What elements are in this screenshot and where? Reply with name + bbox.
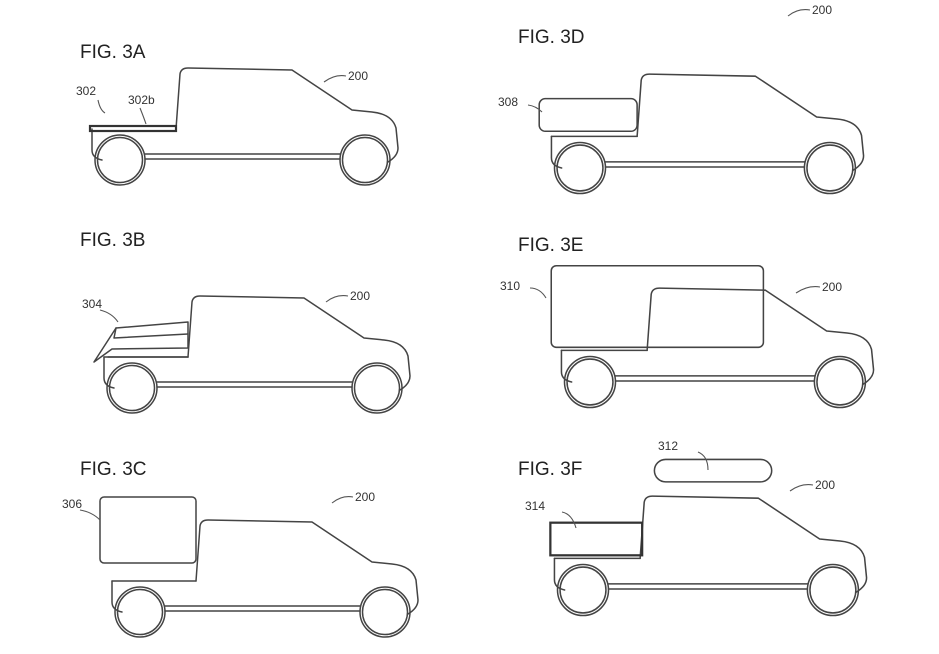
reference-numeral-200: 200 [350,289,370,303]
figure-title: FIG. 3D [518,27,585,48]
figure-title: FIG. 3E [518,235,583,256]
rear-wheel [114,586,166,638]
rear-wheel [556,563,610,617]
leader-line-200 [789,484,814,492]
figure-3c: FIG. 3C 306 200 [62,459,419,638]
leader-line-200 [795,286,821,294]
front-wheel-inner [361,588,409,636]
figure-title: FIG. 3F [518,459,582,480]
rear-wheel-inner [108,364,156,412]
figure-title: FIG. 3A [80,42,146,63]
front-wheel [806,563,860,617]
rear-wheel-inner [96,136,144,184]
rear-wheel-inner [116,588,164,636]
cab-outline [636,73,865,171]
rear-wheel [553,141,607,195]
rear-body-outline [111,580,123,613]
frame-rail [614,375,816,382]
rear-wheel [94,134,146,186]
front-wheel [813,355,867,409]
cab-outline [195,519,419,615]
vehicle-200 [99,496,419,638]
front-wheel [351,362,403,414]
camper-310 [550,264,765,349]
frame-rail [156,381,353,388]
leader-line-200 [323,75,347,83]
front-wheel-inner [341,136,389,184]
box-306 [99,496,197,564]
rear-body-outline [553,557,566,591]
vehicle-200 [93,295,411,414]
reference-numeral-314: 314 [525,499,545,513]
rear-wheel-inner [566,358,614,406]
cab-outline [175,67,399,163]
rear-wheel [563,355,617,409]
rear-body-outline [550,135,563,169]
reference-numeral-200: 200 [812,3,832,17]
cab-outline [187,295,411,391]
front-wheel-inner [806,144,854,192]
rear-wheel [106,362,158,414]
rear-wheel-inner [556,144,604,192]
bed-plate-302 [88,124,178,133]
reference-numeral-200: 200 [348,69,368,83]
frame-rail [604,161,806,168]
reference-numeral-308: 308 [498,95,518,109]
roof-pod-312 [653,458,773,483]
bed-box-314 [549,521,644,557]
rear-body-outline [103,356,115,389]
leader-line-302b [139,107,147,125]
figure-3a: FIG. 3A 302 302b 200 [76,42,399,186]
figure-3e: FIG. 3E 310 200 [500,235,875,409]
figure-3d: FIG. 3D 308 200 [498,3,865,195]
vehicle-200 [549,458,868,617]
reference-numeral-304: 304 [82,297,102,311]
frame-rail [164,605,361,612]
leader-line-310 [529,287,547,299]
reference-numeral-312: 312 [658,439,678,453]
reference-numeral-302b: 302b [128,93,155,107]
reference-numeral-200: 200 [822,280,842,294]
vehicle-200 [538,73,865,195]
front-wheel [339,134,391,186]
cab-outline [639,495,868,593]
reference-numeral-310: 310 [500,279,520,293]
leader-line-302 [97,99,106,114]
cab-outline [646,287,875,385]
leader-line-304 [99,309,119,323]
leader-line-314 [561,511,577,529]
rear-body-outline [91,128,103,161]
leader-line-200 [331,496,354,504]
front-wheel [359,586,411,638]
front-wheel-inner [809,566,857,614]
frame-rail [144,153,341,160]
box-308 [538,97,638,133]
front-wheel [803,141,857,195]
leader-line-312 [697,451,709,471]
front-wheel-inner [816,358,864,406]
figure-title: FIG. 3C [80,459,147,480]
reference-numeral-306: 306 [62,497,82,511]
figure-3f: FIG. 3F 312 314 200 [518,439,868,617]
reference-numeral-200: 200 [355,490,375,504]
leader-line-200 [787,9,811,17]
vehicle-200 [88,67,399,186]
frame-rail [607,583,809,590]
rear-body-outline [560,349,573,383]
ramp-304-edge [113,327,189,339]
reference-numeral-200: 200 [815,478,835,492]
ramp-304 [93,321,189,363]
figure-title: FIG. 3B [80,230,145,251]
leader-line-308 [527,104,543,113]
reference-numeral-302: 302 [76,84,96,98]
front-wheel-inner [353,364,401,412]
leader-line-306 [79,509,101,521]
figure-3b: FIG. 3B 304 200 [80,230,411,414]
rear-wheel-inner [559,566,607,614]
vehicle-200 [550,264,875,409]
leader-line-200 [325,295,349,303]
